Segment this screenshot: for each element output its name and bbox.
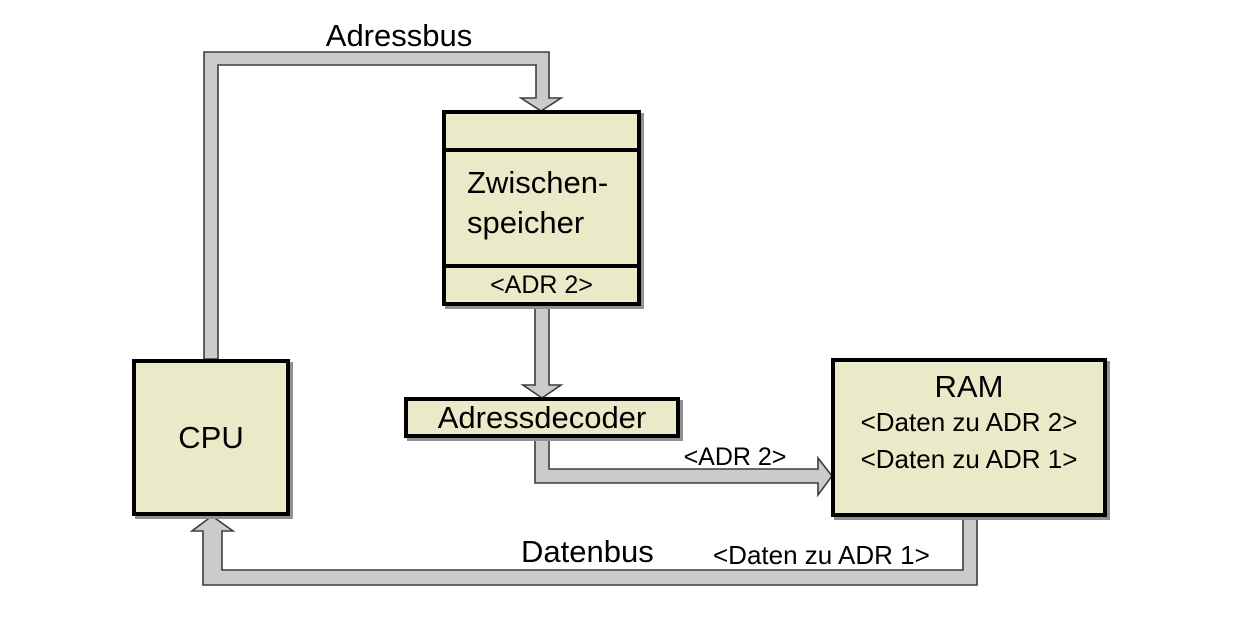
zwischenspeicher-empty-slot [446, 114, 637, 152]
zwischenspeicher-box: Zwischen- speicher <ADR 2> [442, 110, 641, 306]
adressbus-label: Adressbus [325, 18, 473, 53]
zwischenspeicher-label: Zwischen- speicher [446, 152, 637, 268]
cpu-label: CPU [178, 419, 244, 455]
datenbus-line [189, 515, 978, 586]
buffer-to-decoder-arrow [520, 305, 564, 399]
ram-data-line2: <Daten zu ADR 1> [860, 444, 1078, 474]
datenbus-label: Datenbus [521, 534, 654, 569]
zwischenspeicher-label-line2: speicher [467, 205, 585, 240]
ram-box: RAM <Daten zu ADR 2> <Daten zu ADR 1> [831, 358, 1107, 517]
ram-data-line1: <Daten zu ADR 2> [860, 407, 1078, 437]
cpu-box: CPU [132, 359, 290, 516]
daten-zu-adr1-bus-label: <Daten zu ADR 1> [713, 540, 930, 570]
zwischenspeicher-label-line1: Zwischen- [467, 165, 609, 200]
ram-label: RAM [934, 369, 1004, 404]
zwischenspeicher-adr-value: <ADR 2> [490, 270, 593, 299]
decoder-to-ram-arrow [534, 437, 834, 498]
adressbus-line [203, 51, 564, 360]
adressdecoder-box: Adressdecoder [404, 397, 680, 438]
adressdecoder-label: Adressdecoder [437, 399, 647, 435]
zwischenspeicher-address-slot: <ADR 2> [446, 268, 637, 302]
adr2-bus-label: <ADR 2> [683, 443, 787, 471]
